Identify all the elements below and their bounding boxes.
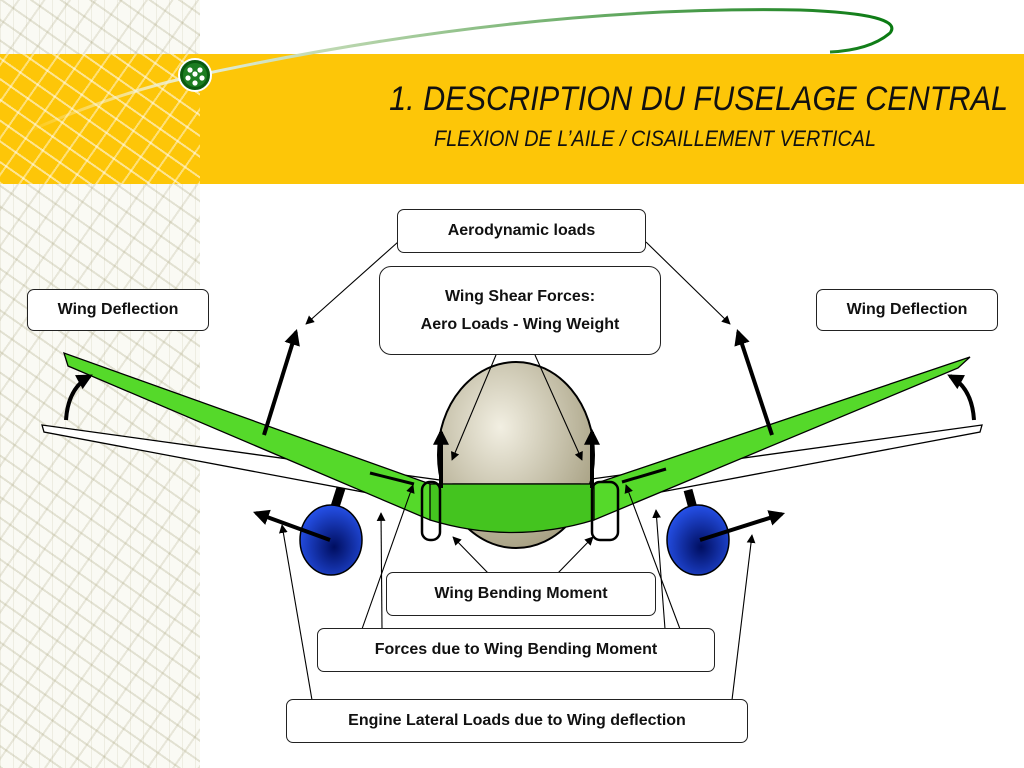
left-engine: [299, 504, 363, 576]
deflected-wing: [62, 351, 971, 542]
label-wing-bending-moment: Wing Bending Moment: [386, 572, 656, 616]
right-engine: [666, 504, 730, 576]
pointer-arrows: [279, 241, 756, 701]
wing-shear-forces-line2: Aero Loads - Wing Weight: [420, 315, 620, 333]
forces-bending-moment-text: Forces due to Wing Bending Moment: [374, 641, 658, 658]
decorative-pattern-title: [0, 54, 200, 184]
label-aerodynamic-loads: Aerodynamic loads: [397, 209, 646, 253]
slide-title: 1. DESCRIPTION DU FUSELAGE CENTRAL: [389, 80, 1008, 118]
engine-lateral-loads-text: Engine Lateral Loads due to Wing deflect…: [348, 712, 686, 729]
wing-shear-forces-line1: Wing Shear Forces:: [444, 287, 596, 305]
wing-bending-moment-text: Wing Bending Moment: [434, 585, 608, 602]
slide-subtitle: FLEXION DE L’AILE / CISAILLEMENT VERTICA…: [434, 126, 876, 151]
decorative-swoosh: [19, 8, 894, 137]
label-wing-deflection-right: Wing Deflection: [816, 289, 998, 331]
label-wing-deflection-left: Wing Deflection: [27, 289, 209, 331]
label-forces-bending-moment: Forces due to Wing Bending Moment: [317, 628, 715, 672]
load-arrows: [64, 328, 976, 542]
wing-deflection-right-text: Wing Deflection: [846, 301, 968, 318]
aerodynamic-loads-text: Aerodynamic loads: [447, 222, 596, 239]
label-wing-shear-forces: Wing Shear Forces: Aero Loads - Wing Wei…: [379, 266, 661, 355]
wing-deflection-left-text: Wing Deflection: [57, 301, 179, 318]
label-engine-lateral-loads: Engine Lateral Loads due to Wing deflect…: [286, 699, 748, 743]
